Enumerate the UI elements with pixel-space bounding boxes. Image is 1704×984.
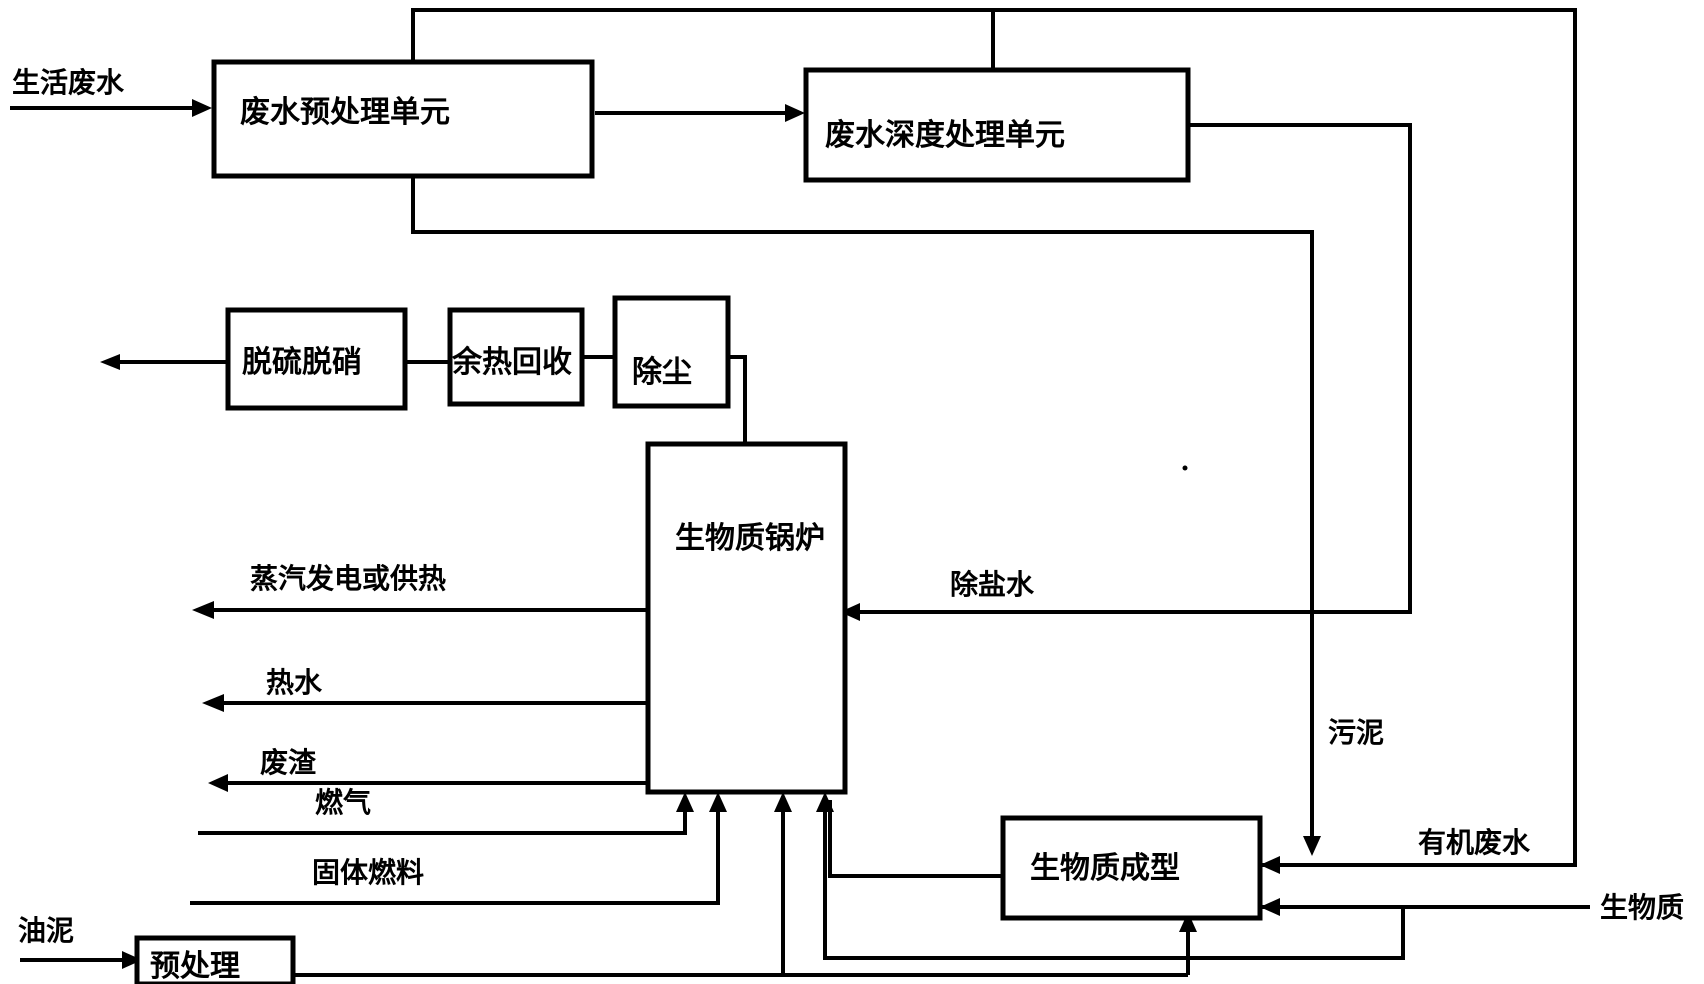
label-heat-recovery: 余热回收 — [451, 345, 572, 380]
label-biomass: 生物质 — [1600, 891, 1684, 924]
arrow-oil-into-pre — [122, 951, 142, 969]
arrow-sludge-down — [1303, 836, 1321, 856]
arrowheads — [100, 99, 1321, 969]
label-desalted-water: 除盐水 — [950, 568, 1035, 601]
box-sludge-pre: 预处理 — [134, 935, 296, 984]
arrow-gas-fuel-up — [676, 792, 694, 812]
label-sludge-pre: 预处理 — [150, 949, 240, 984]
arrow-solid-fuel-up — [709, 792, 727, 812]
box-forming: 生物质成型 — [1000, 815, 1263, 921]
arrow-forming-up — [816, 792, 834, 812]
label-domestic-wastewater: 生活废水 — [12, 66, 125, 99]
label-hot-water: 热水 — [266, 666, 323, 699]
line-pretreat-sludge — [411, 178, 1314, 840]
line-forming-to-boiler — [828, 800, 1003, 878]
arrow-residue-out — [208, 774, 228, 792]
arrow-into-deep — [785, 104, 805, 122]
arrow-organic-into-forming — [1260, 856, 1280, 874]
label-sludge: 污泥 — [1328, 716, 1384, 749]
label-gas-fuel: 燃气 — [315, 786, 371, 819]
line-boiler-to-dust — [728, 355, 747, 444]
arrow-oil-into-forming — [1179, 912, 1197, 932]
box-desulf: 脱硫脱硝 — [225, 307, 408, 411]
box-dust: 除尘 — [612, 295, 731, 409]
label-waste-residue: 废渣 — [260, 746, 317, 779]
box-deep-unit: 废水深度处理单元 — [803, 67, 1191, 183]
box-boiler: 生物质锅炉 — [645, 441, 848, 795]
arrow-desulf-out — [100, 354, 120, 370]
line-desalted-water — [845, 123, 1412, 614]
label-solid-fuel: 固体燃料 — [312, 856, 424, 889]
line-solid-fuel — [190, 800, 720, 905]
line-gas-fuel — [198, 800, 687, 835]
arrow-oil-up — [774, 792, 792, 812]
label-dust: 除尘 — [632, 355, 692, 390]
label-forming: 生物质成型 — [1030, 851, 1180, 886]
arrow-hot-water-out — [202, 694, 224, 712]
box-heat-recovery: 余热回收 — [447, 307, 585, 407]
label-deep-unit: 废水深度处理单元 — [825, 118, 1065, 153]
arrow-into-pretreat — [192, 99, 212, 117]
label-desulf: 脱硫脱硝 — [242, 345, 362, 380]
arrow-desalted-into-boiler — [840, 603, 860, 621]
label-boiler: 生物质锅炉 — [675, 521, 825, 556]
flow-labels: 生活废水 蒸汽发电或供热 热水 废渣 燃气 固体燃料 油泥 除盐水 污泥 有机废… — [12, 66, 1684, 947]
label-steam: 蒸汽发电或供热 — [250, 562, 446, 595]
line-biomass-to-boiler — [823, 800, 1405, 960]
label-pretreat-unit: 废水预处理单元 — [240, 95, 450, 130]
box-pretreat-unit: 废水预处理单元 — [211, 59, 595, 179]
arrow-biomass-into-forming — [1260, 898, 1280, 916]
stray-dot — [1182, 465, 1188, 471]
label-organic-wastewater: 有机废水 — [1418, 826, 1531, 859]
line-top-loop — [411, 8, 1577, 867]
label-oil-sludge: 油泥 — [18, 914, 74, 947]
arrow-steam-out — [192, 601, 214, 619]
